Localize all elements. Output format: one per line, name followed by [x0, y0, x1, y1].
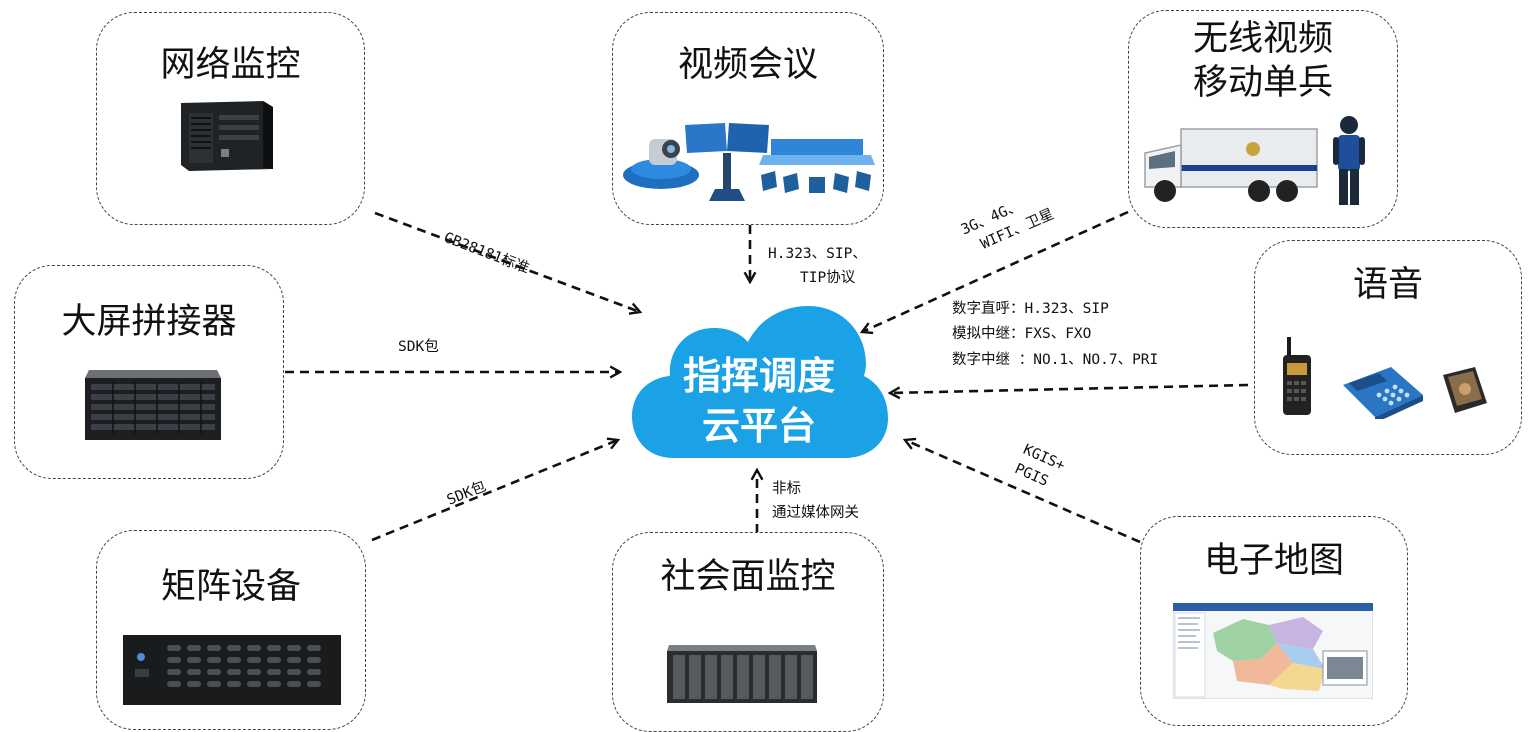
- node-title-line2: 移动单兵: [1192, 63, 1333, 103]
- node-big-screen: 大屏拼接器: [14, 265, 284, 479]
- link-label-video-conference-line1: H.323、SIP、: [768, 246, 867, 262]
- node-matrix: 矩阵设备: [96, 530, 366, 730]
- node-network-monitor: 网络监控: [96, 12, 365, 225]
- link-label-voice-line3: 数字中继 ：NO.1、NO.7、PRI: [952, 352, 1159, 368]
- cloud-platform: 指挥调度 云平台: [628, 300, 890, 470]
- mobile-phone-icon: [1443, 367, 1487, 413]
- link-e-map: [905, 440, 1141, 544]
- dual-monitor-stand-icon: [685, 123, 769, 201]
- gis-map-icon: [1173, 603, 1373, 699]
- link-matrix: [371, 440, 618, 542]
- node-title: 矩阵设备: [160, 567, 301, 607]
- node-wireless-video: 无线视频 移动单兵: [1128, 10, 1398, 228]
- node-social-monitor: 社会面监控: [612, 532, 884, 732]
- link-label-video-conference-line2: TIP协议: [800, 270, 856, 286]
- node-title: 视频会议: [677, 45, 818, 85]
- node-title-line1: 无线视频: [1192, 19, 1333, 59]
- node-title: 电子地图: [1203, 541, 1344, 581]
- node-title: 大屏拼接器: [61, 302, 237, 342]
- video-camera-icon: [623, 139, 699, 189]
- node-title: 社会面监控: [660, 557, 836, 597]
- rack-server-icon: [667, 645, 817, 703]
- node-voice: 语音: [1254, 240, 1522, 455]
- node-title: 网络监控: [160, 45, 301, 85]
- node-video-conference: 视频会议: [612, 12, 884, 225]
- cloud-title-line1: 指挥调度: [682, 354, 835, 398]
- node-title: 语音: [1352, 265, 1423, 305]
- link-label-social-monitor-line2: 通过媒体网关: [772, 505, 859, 521]
- link-network-monitor: [374, 211, 640, 312]
- conference-table-icon: [759, 139, 875, 193]
- link-wireless-video: [862, 210, 1129, 332]
- connection-lines: [285, 210, 1249, 544]
- server-tower-icon: [181, 101, 273, 171]
- desk-phone-icon: [1343, 367, 1423, 419]
- rack-splicer-icon: [85, 370, 221, 440]
- cloud-icon: [632, 306, 888, 458]
- link-voice: [890, 383, 1249, 393]
- link-label-big-screen: SDK包: [398, 339, 439, 355]
- link-label-social-monitor-line1: 非标: [772, 481, 801, 497]
- matrix-switcher-icon: [123, 635, 341, 705]
- node-e-map: 电子地图: [1140, 516, 1408, 726]
- command-truck-icon: [1144, 128, 1318, 202]
- link-label-voice-line1: 数字直呼：H.323、SIP: [952, 301, 1109, 317]
- soldier-icon: [1333, 116, 1365, 205]
- link-label-voice-line2: 模拟中继：FXS、FXO: [952, 326, 1092, 342]
- walkie-talkie-icon: [1283, 337, 1311, 415]
- cloud-title-line2: 云平台: [701, 404, 816, 448]
